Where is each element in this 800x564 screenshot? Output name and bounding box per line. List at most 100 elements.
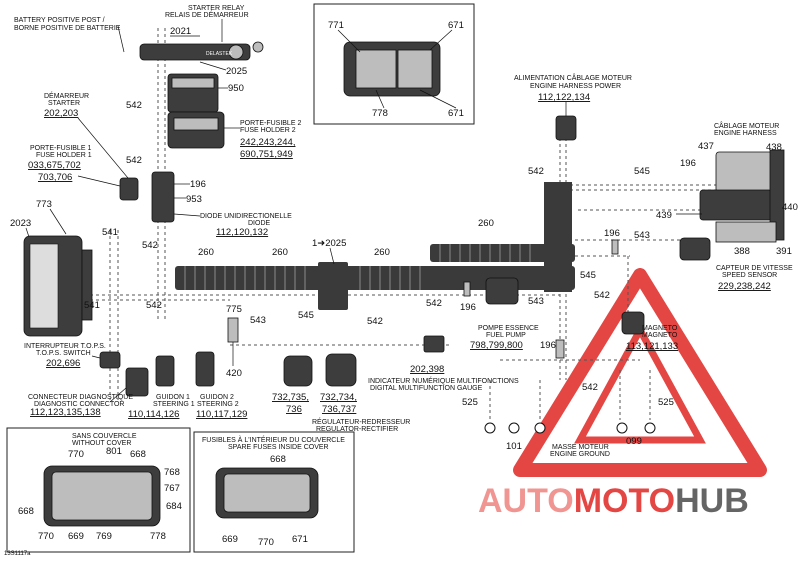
steering-2-label-fr: GUIDON 2 bbox=[200, 394, 234, 401]
wire-260-d: 260 bbox=[478, 218, 494, 229]
starter-group: DÉMARREUR STARTER 202,203 542 bbox=[44, 91, 142, 179]
fuse-holder-1-label-en: FUSE HOLDER 1 bbox=[36, 152, 92, 159]
watermark-logo: AUTOMOTOHUB bbox=[470, 268, 800, 520]
fuse-symbol: 1➜2025 bbox=[312, 238, 346, 249]
diode-ref: 112,120,132 bbox=[216, 227, 268, 238]
starter-ref: 202,203 bbox=[44, 108, 78, 119]
starter-relay-label-fr: RELAIS DE DÉMARREUR bbox=[165, 10, 249, 19]
engine-ground-group: 542 525 525 101 099 MASSE MOTEUR ENGINE … bbox=[462, 382, 674, 458]
cover-767: 767 bbox=[164, 483, 180, 494]
ref-440: 440 bbox=[782, 202, 798, 213]
wire-260-c: 260 bbox=[374, 247, 390, 258]
magneto-group: 542 MAGNETO MAGNETO 113,121,133 bbox=[594, 290, 678, 352]
diode-label-en: DIODE bbox=[248, 220, 271, 227]
ref-775: 775 bbox=[226, 304, 242, 315]
steering-group: GUIDON 1 STEERING 1 110,114,126 GUIDON 2… bbox=[128, 351, 247, 420]
steering-1-ref: 110,114,126 bbox=[128, 409, 179, 420]
battery-post-group: BATTERY POSITIVE POST / BORNE POSITIVE D… bbox=[14, 17, 200, 53]
steering-2-ref: 110,117,129 bbox=[196, 409, 247, 420]
battery-post-ref: 2021 bbox=[170, 26, 191, 37]
cover-684: 684 bbox=[166, 501, 182, 512]
cover-label-fr: SANS COUVERCLE bbox=[72, 433, 137, 440]
relay-terminal bbox=[228, 44, 244, 60]
inset-top-671-a: 671 bbox=[448, 20, 464, 31]
ref-099: 099 bbox=[626, 436, 642, 447]
diagnostic-ref: 112,123,135,138 bbox=[30, 407, 101, 418]
fuel-pump-ref: 798,799,800 bbox=[470, 340, 523, 351]
engine-harness-label-en: ENGINE HARNESS bbox=[714, 130, 777, 137]
regulator-label-en: REGULATOR-RECTIFIER bbox=[316, 426, 398, 433]
inset-top-778: 778 bbox=[372, 108, 388, 119]
magneto-ref: 113,121,133 bbox=[626, 341, 678, 352]
ref-439: 439 bbox=[656, 210, 672, 221]
diode-group: 196 953 DIODE UNIDIRECTIONELLE DIODE 112… bbox=[151, 171, 292, 238]
diagnostic-label-en: DIAGNOSTIC CONNECTOR bbox=[34, 401, 125, 408]
ecm-group: 2023 773 541 542 260 260 1➜2025 260 541 … bbox=[10, 199, 390, 337]
svg-text:AUTOMOTOHUB: AUTOMOTOHUB bbox=[478, 482, 749, 520]
speed-sensor-group: 196 543 545 CAPTEUR DE VITESSE SPEED SEN… bbox=[580, 228, 793, 292]
wire-542-h: 542 bbox=[594, 290, 610, 301]
battery-post-label-fr: BORNE POSITIVE DE BATTERIE bbox=[14, 25, 121, 32]
ref-391: 391 bbox=[776, 246, 792, 257]
diagnostic-group: CONNECTEUR DIAGNOSTIQUE DIAGNOSTIC CONNE… bbox=[28, 367, 149, 418]
fuse-holder-2-ref-b: 690,751,949 bbox=[240, 149, 293, 160]
ref-196-d: 196 bbox=[680, 158, 696, 169]
middle-components: 775 543 420 545 542 542 196 bbox=[226, 281, 476, 379]
cover-770-a: 770 bbox=[68, 449, 84, 460]
inset-top-771: 771 bbox=[328, 20, 344, 31]
fuse-holder-1-ref-b: 703,706 bbox=[38, 172, 72, 183]
watermark-moto: MOTO bbox=[574, 482, 675, 520]
diode-label-fr: DIODE UNIDIRECTIONELLE bbox=[200, 213, 292, 220]
speed-sensor-label-en: SPEED SENSOR bbox=[722, 272, 777, 279]
watermark-auto: AUTO bbox=[478, 482, 574, 520]
wire-260-b: 260 bbox=[272, 247, 288, 258]
ref-525-b: 525 bbox=[658, 397, 674, 408]
ecm-ref: 2023 bbox=[10, 218, 31, 229]
spare-label-fr: FUSIBLES À L'INTÉRIEUR DU COUVERCLE bbox=[202, 435, 345, 444]
corrugated-harness bbox=[175, 182, 575, 310]
gauge-ref: 202,398 bbox=[410, 364, 444, 375]
wire-routes bbox=[90, 28, 720, 420]
wire-541-a: 541 bbox=[102, 227, 118, 238]
connector-inset-top: 771 671 778 671 bbox=[313, 3, 475, 125]
ref-953: 953 bbox=[186, 194, 202, 205]
wire-260-a: 260 bbox=[198, 247, 214, 258]
cover-778: 778 bbox=[150, 531, 166, 542]
gauge-label-en: DIGITAL MULTIFUNCTION GAUGE bbox=[370, 385, 483, 392]
cover-770-b: 770 bbox=[38, 531, 54, 542]
regulator-b-ref2: 736,737 bbox=[322, 404, 356, 415]
wire-545-c: 545 bbox=[580, 270, 596, 281]
wire-542-c: 542 bbox=[142, 240, 158, 251]
tops-ref: 202,696 bbox=[46, 358, 80, 369]
cover-label-en: WITHOUT COVER bbox=[72, 440, 131, 447]
cover-668-a: 668 bbox=[130, 449, 146, 460]
watermark-hub: HUB bbox=[675, 482, 749, 520]
ref-196-a: 196 bbox=[190, 179, 206, 190]
engine-harness-label-fr: CÂBLAGE MOTEUR bbox=[714, 121, 779, 130]
gauge-label-fr: INDICATEUR NUMÉRIQUE MULTIFONCTIONS bbox=[368, 376, 519, 385]
spare-669: 669 bbox=[222, 534, 238, 545]
starter-relay-label-en: STARTER RELAY bbox=[188, 5, 245, 12]
fuse-holder-2-label-fr: PORTE-FUSIBLE 2 bbox=[240, 120, 301, 127]
fuel-pump-group: POMPE ESSENCE FUEL PUMP 798,799,800 543 … bbox=[470, 277, 565, 359]
ground-label-en: ENGINE GROUND bbox=[550, 451, 610, 458]
fuse-holder-2-ref: 242,243,244, bbox=[240, 137, 295, 148]
starter-relay-group: STARTER RELAY RELAIS DE DÉMARREUR DELAST… bbox=[139, 5, 264, 77]
wire-545-a: 545 bbox=[298, 310, 314, 321]
engine-power-label-en: ENGINE HARNESS POWER bbox=[530, 83, 621, 90]
starter-label-en: STARTER bbox=[48, 100, 80, 107]
relay-ref: 2025 bbox=[226, 66, 247, 77]
regulator-a-ref: 732,735, bbox=[272, 392, 309, 403]
cover-768: 768 bbox=[164, 467, 180, 478]
engine-harness-power-group: ALIMENTATION CÂBLAGE MOTEUR ENGINE HARNE… bbox=[478, 73, 650, 229]
steering-2-label-en: STEERING 2 bbox=[197, 401, 239, 408]
regulator-group: 732,735, 736 732,734, 736,737 RÉGULATEUR… bbox=[272, 353, 410, 433]
ref-196-c: 196 bbox=[540, 340, 556, 351]
ref-101: 101 bbox=[506, 441, 522, 452]
figure-code: 13S1117a bbox=[4, 551, 31, 557]
spare-671: 671 bbox=[292, 534, 308, 545]
magneto-label-fr: MAGNETO bbox=[642, 325, 678, 332]
ref-420: 420 bbox=[226, 368, 242, 379]
